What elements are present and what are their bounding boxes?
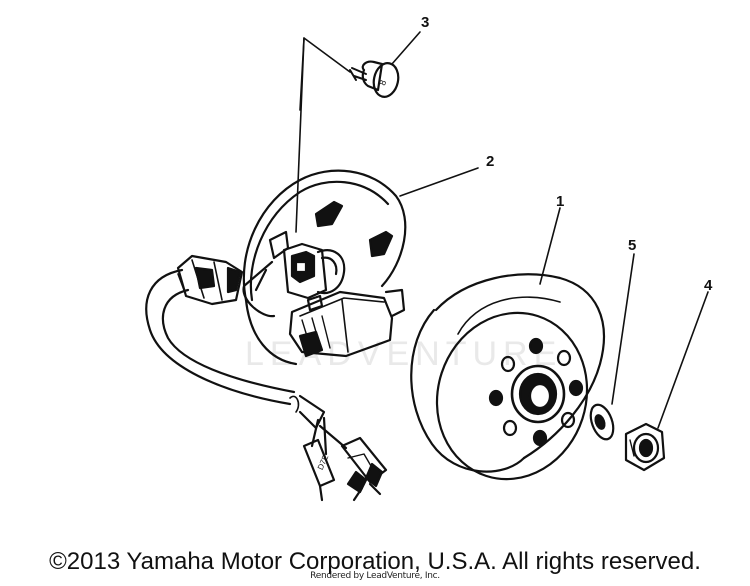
- part-2-stator-plate: [242, 169, 407, 366]
- connector-mark: D7E: [316, 453, 331, 471]
- bolt-head-mark: 8: [377, 79, 388, 87]
- callout-1: 1: [556, 193, 564, 210]
- part-3-bolt: 8: [349, 60, 400, 98]
- watermark-text: LEADVENTURE: [245, 335, 562, 373]
- leader-line-5: [611, 253, 635, 405]
- leader-line-2: [399, 167, 479, 197]
- callout-2: 2: [486, 153, 494, 170]
- leader-line-3: [391, 31, 421, 65]
- leader-line-4: [657, 291, 709, 429]
- callout-4: 4: [704, 277, 713, 294]
- part-1-rotor: [410, 273, 605, 481]
- part-5-washer: [589, 403, 615, 441]
- callout-3: 3: [421, 14, 429, 31]
- bolt-reference-bracket: [295, 37, 351, 233]
- rendered-by-credit: Rendered by LeadVenture, Inc.: [310, 571, 440, 581]
- wire-harness: [145, 254, 388, 502]
- part-4-nut: [624, 422, 666, 472]
- copyright-notice: ©2013 Yamaha Motor Corporation, U.S.A. A…: [49, 548, 701, 575]
- callout-5: 5: [628, 237, 636, 254]
- leader-line-1: [539, 207, 561, 285]
